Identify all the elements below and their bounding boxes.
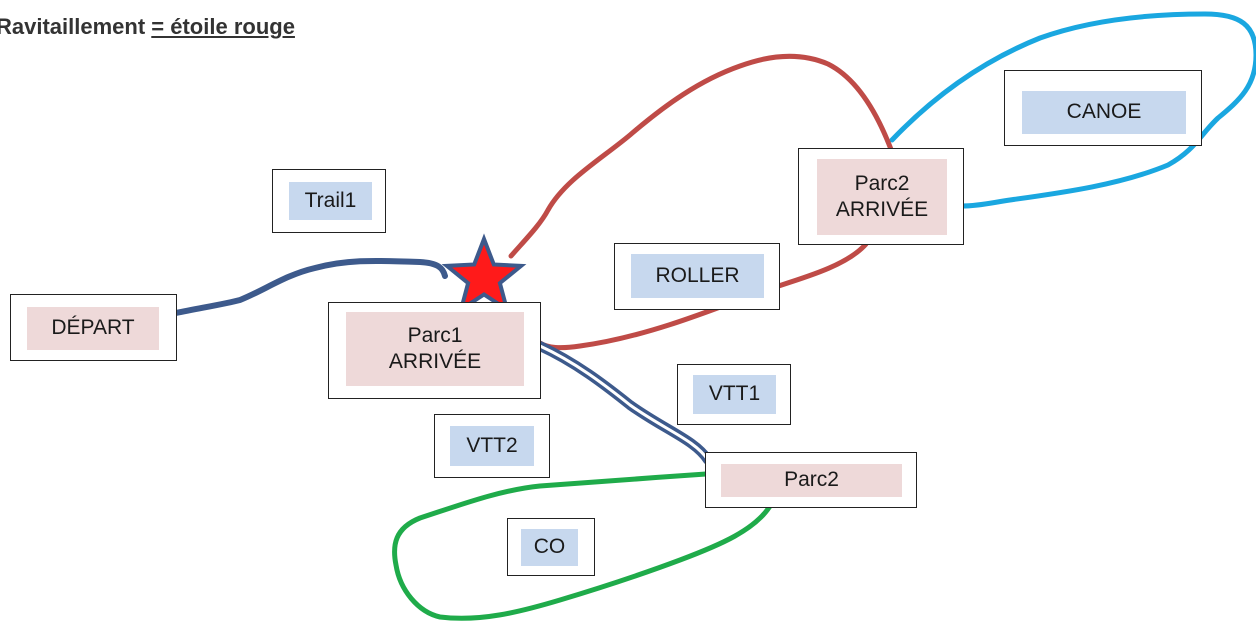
parc1-line-2: ARRIVÉE xyxy=(388,350,482,373)
vtt1-text: VTT1 xyxy=(708,382,761,406)
roller-label: ROLLER xyxy=(631,254,764,298)
trail1-segment-box: Trail1 xyxy=(272,169,386,233)
co-route xyxy=(392,471,773,621)
trail1-label: Trail1 xyxy=(289,182,372,220)
trail1-route xyxy=(173,257,448,316)
depart-label: DÉPART xyxy=(27,307,159,350)
legend-title: Ravitaillement = étoile rouge xyxy=(0,14,295,40)
canoe-route xyxy=(889,11,1256,209)
parc2-bottom-label: Parc2 xyxy=(721,464,902,497)
trail1-text: Trail1 xyxy=(304,188,357,212)
parc2-bottom-line-1: Parc2 xyxy=(784,468,839,492)
legend-title-underlined: = étoile rouge xyxy=(151,14,295,39)
co-text: CO xyxy=(533,535,566,559)
parc2-top-label: Parc2 ARRIVÉE xyxy=(817,159,947,235)
parc2-bottom-node: Parc2 xyxy=(705,452,917,508)
depart-node: DÉPART xyxy=(10,294,177,361)
vtt2-segment-box: VTT2 xyxy=(434,414,550,478)
co-segment-box: CO xyxy=(507,518,595,576)
vtt-route-core xyxy=(538,344,710,462)
parc2-top-node: Parc2 ARRIVÉE xyxy=(798,148,964,245)
roller-text: ROLLER xyxy=(655,263,740,287)
co-label: CO xyxy=(521,529,578,566)
vtt1-label: VTT1 xyxy=(693,375,776,414)
legend-title-text: Ravitaillement xyxy=(0,14,152,39)
canoe-text: CANOE xyxy=(1066,100,1142,124)
parc1-line-1: Parc1 xyxy=(407,323,463,347)
parc2-top-line-1: Parc2 xyxy=(854,171,910,195)
roller-segment-box: ROLLER xyxy=(614,243,780,310)
roller-route xyxy=(508,53,895,351)
canoe-segment-box: CANOE xyxy=(1004,70,1202,146)
depart-line-1: DÉPART xyxy=(51,316,135,340)
canoe-label: CANOE xyxy=(1022,91,1186,134)
parc2-top-line-2: ARRIVÉE xyxy=(835,198,929,221)
vtt2-text: VTT2 xyxy=(466,433,518,457)
parc1-node: Parc1 ARRIVÉE xyxy=(328,302,541,399)
vtt1-segment-box: VTT1 xyxy=(677,364,791,425)
red-star-icon xyxy=(441,233,527,314)
parc1-label: Parc1 ARRIVÉE xyxy=(346,312,524,386)
vtt2-label: VTT2 xyxy=(450,426,534,466)
